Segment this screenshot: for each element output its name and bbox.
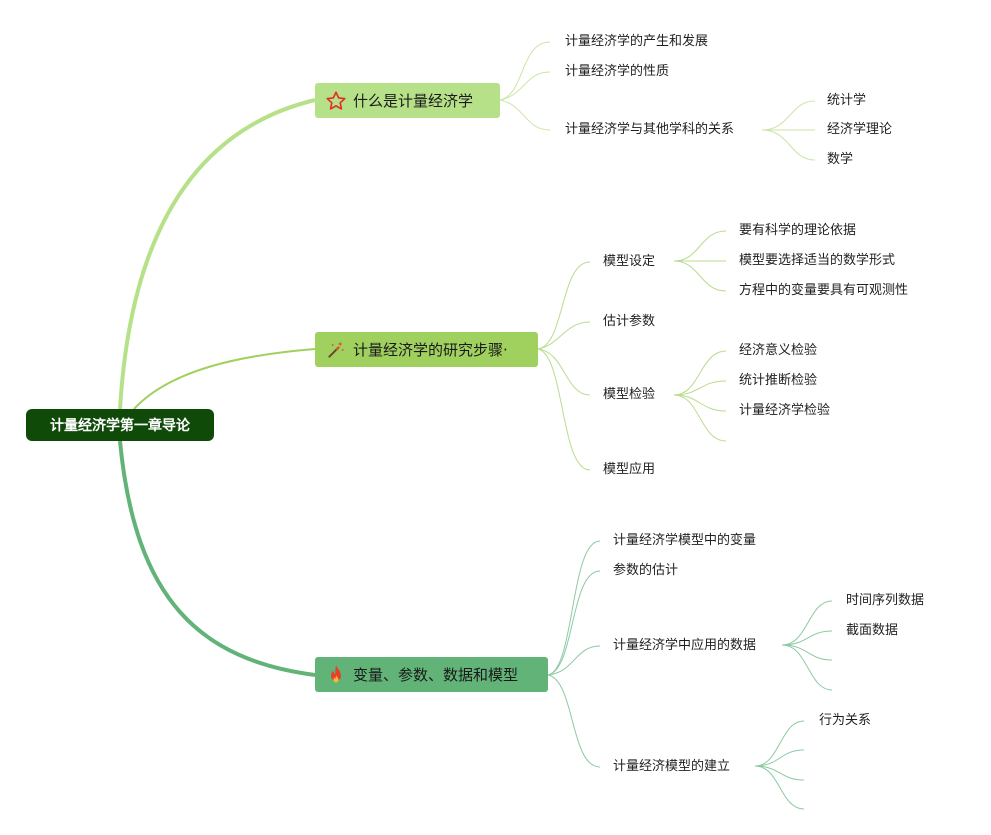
- link-b1-c3-g3: [761, 129, 816, 161]
- root-topic[interactable]: 计量经济学第一章导论: [26, 409, 214, 441]
- link-b2-c3-g3: [673, 394, 727, 412]
- topic-model-building[interactable]: 计量经济模型的建立: [613, 759, 731, 774]
- link-b2-c1-g1: [673, 230, 727, 262]
- link-b3-c3-g2: [781, 630, 833, 646]
- link-b3-c3-g4: [781, 644, 833, 691]
- topic-model-application[interactable]: 模型应用: [603, 462, 656, 477]
- link-b2-c3-g2: [673, 380, 727, 396]
- link-b3-c4-g4: [754, 765, 805, 810]
- fire-icon: [325, 664, 347, 686]
- topic-relation-other-disciplines[interactable]: 计量经济学与其他学科的关系: [565, 122, 735, 137]
- branch-label: 变量、参数、数据和模型: [353, 666, 519, 684]
- star-icon: [325, 90, 347, 112]
- branch-what-is-econometrics[interactable]: 什么是计量经济学: [315, 83, 500, 118]
- link-b3-c4: [547, 674, 601, 768]
- link-b2-c4: [537, 348, 591, 471]
- topic-econometric-test[interactable]: 计量经济学检验: [739, 403, 831, 418]
- topic-cross-section-data[interactable]: 截面数据: [846, 623, 899, 638]
- branch-label: 计量经济学的研究步骤·: [353, 341, 508, 359]
- topic-time-series-data[interactable]: 时间序列数据: [846, 593, 925, 608]
- link-b2-c3: [537, 348, 591, 396]
- topic-statistics[interactable]: 统计学: [827, 93, 867, 108]
- topic-parameter-estimation[interactable]: 估计参数: [603, 314, 656, 329]
- link-b1-c3-g1: [761, 100, 816, 131]
- link-root-branch-3: [118, 440, 316, 677]
- link-root-branch-1: [118, 98, 316, 410]
- link-b2-c3-g4: [673, 394, 727, 442]
- link-b3-c2: [547, 570, 601, 676]
- topic-data-used[interactable]: 计量经济学中应用的数据: [613, 638, 757, 653]
- topic-parameter-estimate[interactable]: 参数的估计: [613, 563, 679, 578]
- topic-statistical-inference-test[interactable]: 统计推断检验: [739, 373, 818, 388]
- branch-variables-parameters[interactable]: 变量、参数、数据和模型: [315, 657, 548, 692]
- link-b2-c3-g1: [673, 350, 727, 396]
- link-root-branch-2: [133, 348, 316, 410]
- branch-research-steps[interactable]: 计量经济学的研究步骤·: [315, 332, 538, 367]
- link-b3-c4-g2: [754, 749, 805, 767]
- topic-model-testing[interactable]: 模型检验: [603, 387, 656, 402]
- topic-origin-development[interactable]: 计量经济学的产生和发展: [565, 34, 709, 49]
- topic-model-variables[interactable]: 计量经济学模型中的变量: [613, 533, 757, 548]
- root-topic-label: 计量经济学第一章导论: [50, 418, 190, 434]
- topic-behavioral-relation[interactable]: 行为关系: [819, 713, 872, 728]
- topic-math-form[interactable]: 模型要选择适当的数学形式: [739, 253, 896, 268]
- link-b3-c3-g3: [781, 644, 833, 661]
- topic-theory-basis[interactable]: 要有科学的理论依据: [739, 223, 857, 238]
- topic-nature[interactable]: 计量经济学的性质: [565, 64, 670, 79]
- link-b1-c1: [499, 41, 551, 101]
- link-b3-c4-g3: [754, 765, 805, 781]
- link-b3-c1: [547, 540, 601, 676]
- link-b1-c2: [499, 71, 551, 101]
- topic-economic-theory[interactable]: 经济学理论: [827, 122, 893, 137]
- link-b2-c2: [537, 321, 591, 350]
- link-b3-c3-g1: [781, 600, 833, 646]
- link-b3-c3: [547, 645, 601, 676]
- link-b1-c3: [499, 99, 551, 131]
- topic-mathematics[interactable]: 数学: [827, 152, 854, 167]
- magic-wand-icon: [325, 339, 347, 361]
- link-b2-c1: [537, 261, 591, 350]
- branch-label: 什么是计量经济学: [353, 92, 474, 110]
- topic-model-specification[interactable]: 模型设定: [603, 254, 656, 269]
- link-b3-c4-g1: [754, 720, 805, 767]
- link-b2-c1-g3: [673, 260, 727, 292]
- topic-observability[interactable]: 方程中的变量要具有可观测性: [739, 283, 909, 298]
- topic-economic-meaning-test[interactable]: 经济意义检验: [739, 343, 818, 358]
